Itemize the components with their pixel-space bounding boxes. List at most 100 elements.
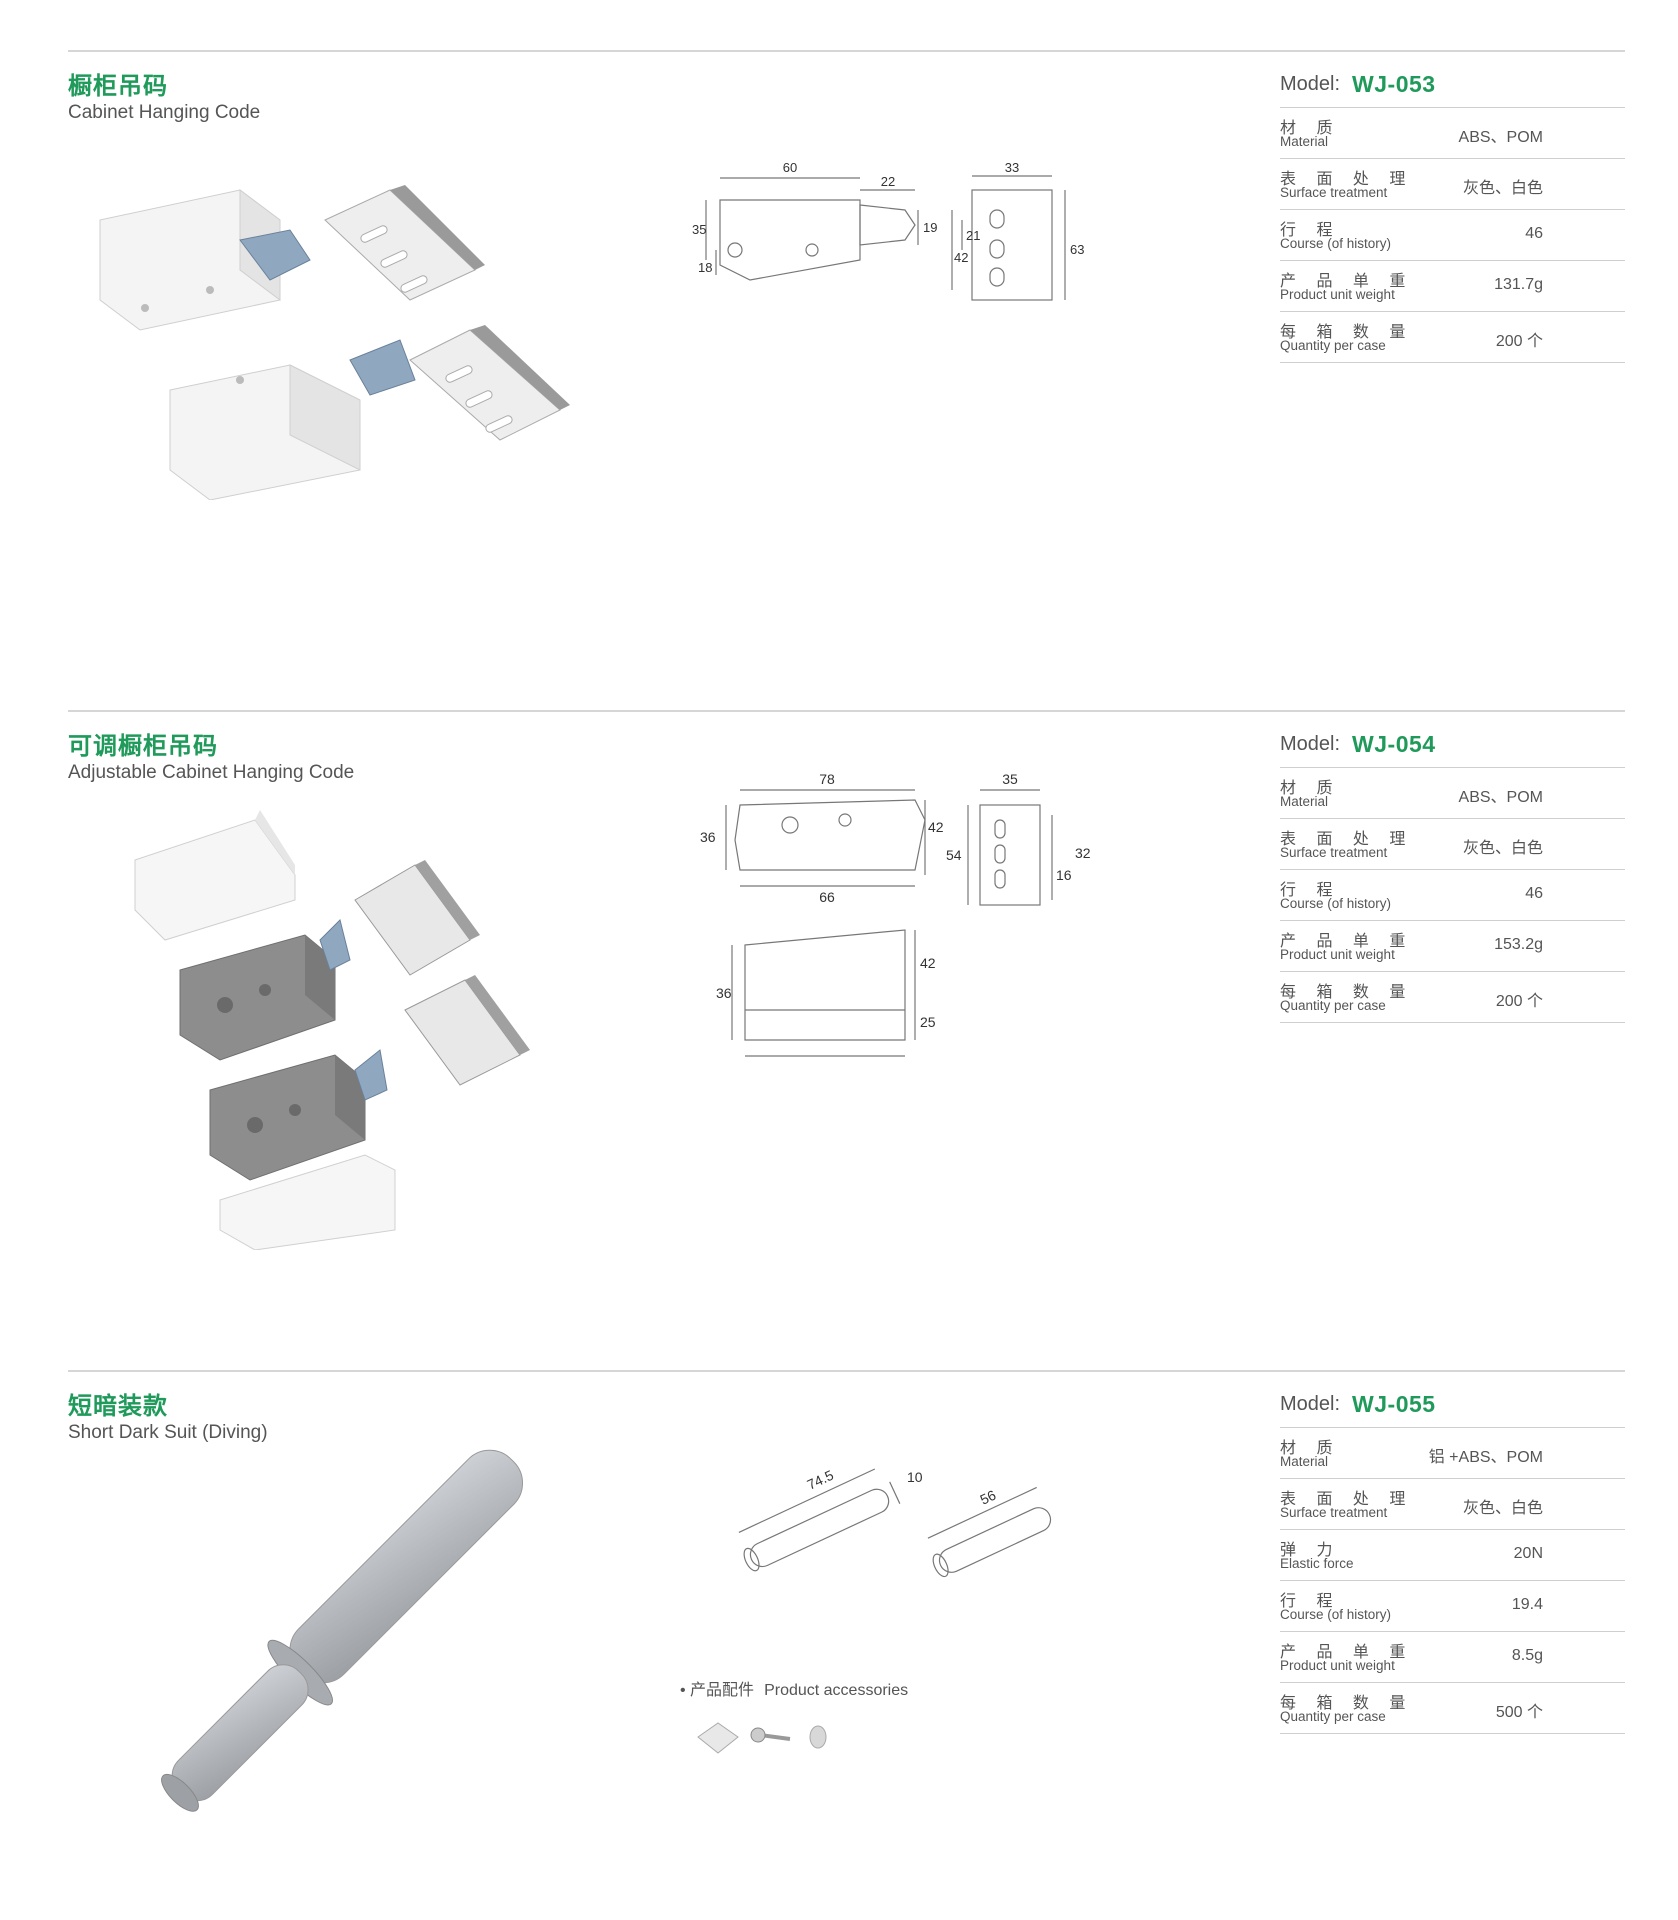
spec-label-en: Course (of history) — [1280, 896, 1392, 911]
spec-label-cn: 材 质 — [1280, 120, 1341, 137]
spec-label-en: Material — [1280, 1454, 1329, 1469]
section-divider — [68, 710, 1625, 712]
spec-value: 200 个 — [1495, 993, 1543, 1010]
spec-value: 131.7g — [1494, 276, 1543, 293]
screw-icon — [750, 1727, 791, 1743]
spec-label-en: Material — [1280, 794, 1329, 809]
model-label: Model: — [1280, 73, 1341, 95]
dim-label: 66 — [819, 889, 835, 905]
dim-label: 35 — [1002, 771, 1018, 787]
dim-label: 42 — [954, 250, 968, 265]
section-divider — [68, 1370, 1625, 1372]
model-label: Model: — [1280, 1393, 1341, 1415]
spec-value: 20N — [1513, 1545, 1543, 1562]
spec-label-en: Quantity per case — [1280, 338, 1386, 353]
spec-value: 铝 +ABS、POM — [1428, 1449, 1543, 1466]
accessories-photo — [697, 1722, 827, 1754]
spec-value: ABS、POM — [1458, 789, 1543, 806]
product-section-wj053: 橱柜吊码 Cabinet Hanging Code — [0, 50, 1678, 710]
dim-label: 60 — [783, 160, 797, 175]
product-title-en: Short Dark Suit (Diving) — [68, 1422, 268, 1443]
dim-label: 19 — [923, 220, 937, 235]
spec-value: 46 — [1525, 225, 1543, 242]
dim-label: 63 — [1070, 242, 1084, 257]
model-label: Model: — [1280, 733, 1341, 755]
dim-label: 10 — [907, 1469, 923, 1485]
dim-label: 36 — [716, 985, 732, 1001]
dim-label: 42 — [920, 955, 936, 971]
product-title-en: Adjustable Cabinet Hanging Code — [68, 762, 355, 783]
product-title-cn: 可调橱柜吊码 — [68, 733, 218, 760]
spec-value: 灰色、白色 — [1462, 180, 1543, 197]
spec-label-en: Surface treatment — [1280, 1505, 1388, 1520]
spec-value: ABS、POM — [1458, 129, 1543, 146]
dim-label: 33 — [1005, 160, 1019, 175]
technical-drawing: 78 36 42 66 35 54 32 16 36 42 25 67 — [700, 771, 1091, 1057]
spec-label-en: Course (of history) — [1280, 1607, 1392, 1622]
spec-label-en: Product unit weight — [1280, 947, 1395, 962]
spec-label-cn: 行 程 — [1280, 1593, 1341, 1610]
spec-label-cn: 表 面 处 理 — [1280, 1491, 1414, 1508]
spec-label-en: Course (of history) — [1280, 236, 1392, 251]
spec-label-cn: 行 程 — [1280, 882, 1341, 899]
product-photo — [99, 185, 570, 500]
accessories-label-cn: • 产品配件 — [680, 1682, 755, 1699]
spec-label-cn: 产 品 单 重 — [1280, 273, 1414, 290]
spec-label-en: Product unit weight — [1280, 1658, 1395, 1673]
dim-label: 25 — [920, 1014, 936, 1030]
product-title-cn: 橱柜吊码 — [68, 73, 168, 100]
model-number: WJ-054 — [1352, 731, 1436, 757]
spec-label-en: Product unit weight — [1280, 287, 1395, 302]
dim-label: 78 — [819, 771, 835, 787]
spec-label-cn: 表 面 处 理 — [1280, 171, 1414, 188]
dim-label: 42 — [928, 819, 944, 835]
dim-label: 35 — [692, 222, 706, 237]
spec-label-cn: 每 箱 数 量 — [1280, 324, 1414, 341]
product-section-wj054: 可调橱柜吊码 Adjustable Cabinet Hanging Code — [0, 710, 1678, 1370]
dim-label: 54 — [946, 847, 962, 863]
spec-label-en: Elastic force — [1280, 1556, 1354, 1571]
spec-label-cn: 材 质 — [1280, 1440, 1341, 1457]
dim-label: 22 — [881, 174, 895, 189]
spec-label-en: Surface treatment — [1280, 845, 1388, 860]
spec-label-cn: 表 面 处 理 — [1280, 831, 1414, 848]
product-title-cn: 短暗装款 — [68, 1393, 168, 1420]
product-title-en: Cabinet Hanging Code — [68, 102, 261, 123]
plug-icon — [809, 1725, 827, 1749]
spec-value: 46 — [1525, 885, 1543, 902]
spec-value: 灰色、白色 — [1462, 840, 1543, 857]
product-section-wj055: 短暗装款 Short Dark Suit (Diving) — [0, 1370, 1678, 1920]
dim-label: 32 — [1075, 845, 1091, 861]
spec-label-cn: 材 质 — [1280, 780, 1341, 797]
spec-value: 153.2g — [1494, 936, 1543, 953]
dim-label: 18 — [698, 260, 712, 275]
spec-value: 8.5g — [1511, 1647, 1543, 1664]
spec-label-en: Quantity per case — [1280, 1709, 1386, 1724]
model-row: Model: WJ-053 — [1280, 62, 1625, 108]
model-number: WJ-055 — [1352, 1391, 1436, 1417]
technical-drawing: 60 22 35 18 19 33 21 42 63 — [692, 160, 1084, 301]
spec-label-cn: 产 品 单 重 — [1280, 1644, 1414, 1661]
dim-label: 16 — [1056, 867, 1072, 883]
spec-label-en: Surface treatment — [1280, 185, 1388, 200]
spec-label-cn: 行 程 — [1280, 222, 1341, 239]
spec-label-cn: 弹 力 — [1280, 1542, 1341, 1559]
dim-label: 56 — [978, 1487, 999, 1508]
model-number: WJ-053 — [1352, 71, 1436, 97]
